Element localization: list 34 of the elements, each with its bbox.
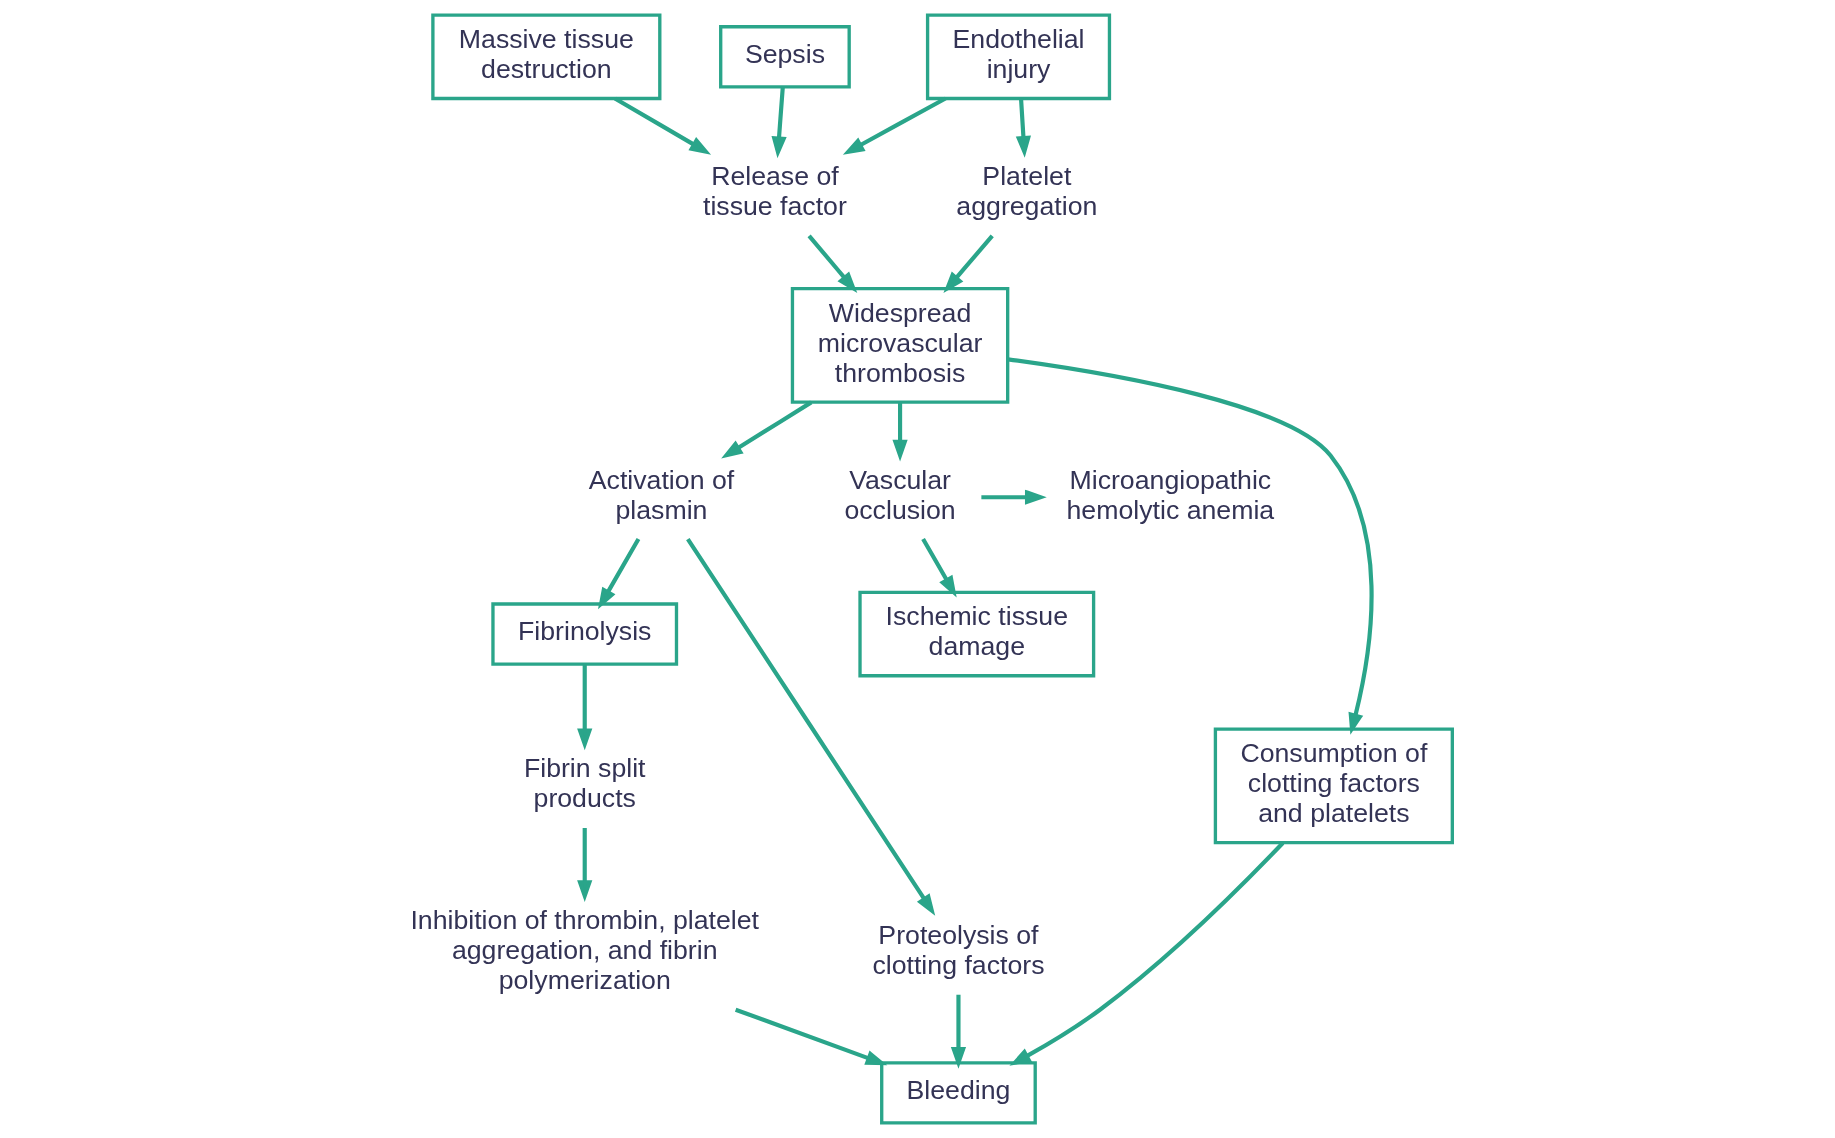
arrow (734, 1007, 887, 1066)
node-box: Fibrinolysis (490, 602, 678, 666)
node-text: Activation of plasmin (588, 464, 734, 525)
arrow (942, 234, 994, 293)
arrow (685, 537, 935, 916)
arrow (1015, 98, 1031, 158)
arrow (920, 537, 957, 598)
node-box: Sepsis (718, 25, 851, 89)
arrow (807, 234, 857, 294)
arrow (576, 828, 592, 902)
node-box: Consumption of clotting factors and platelets (1213, 727, 1454, 845)
node-box: Widespread microvascular thrombosis (790, 287, 1009, 404)
arrow (720, 400, 812, 459)
node-box: Massive tissue destruction (430, 13, 661, 101)
arrow (597, 537, 640, 610)
arrow (891, 402, 908, 462)
node-text: Platelet aggregation (955, 160, 1097, 221)
arrow (771, 87, 787, 159)
arrow (576, 664, 592, 751)
node-text: Fibrin split products (523, 753, 646, 814)
node-text: Proteolysis of clotting factors (871, 920, 1044, 981)
node-box: Bleeding (879, 1061, 1037, 1125)
node-text: Microangiopathic hemolytic anemia (1066, 464, 1274, 525)
arrow (980, 489, 1047, 505)
arrow (1008, 841, 1284, 1066)
node-box: Endothelial injury (925, 13, 1111, 101)
node-text: Inhibition of thrombin, platelet aggregation, and fibrin polymerization (409, 905, 759, 996)
arrow (950, 994, 966, 1069)
arrow (1007, 357, 1374, 735)
arrow (842, 96, 946, 155)
arrow (613, 96, 711, 155)
node-box: Ischemic tissue damage (857, 590, 1095, 678)
node-text: Vascular occlusion (843, 464, 956, 525)
node-text: Release of tissue factor (702, 160, 847, 221)
